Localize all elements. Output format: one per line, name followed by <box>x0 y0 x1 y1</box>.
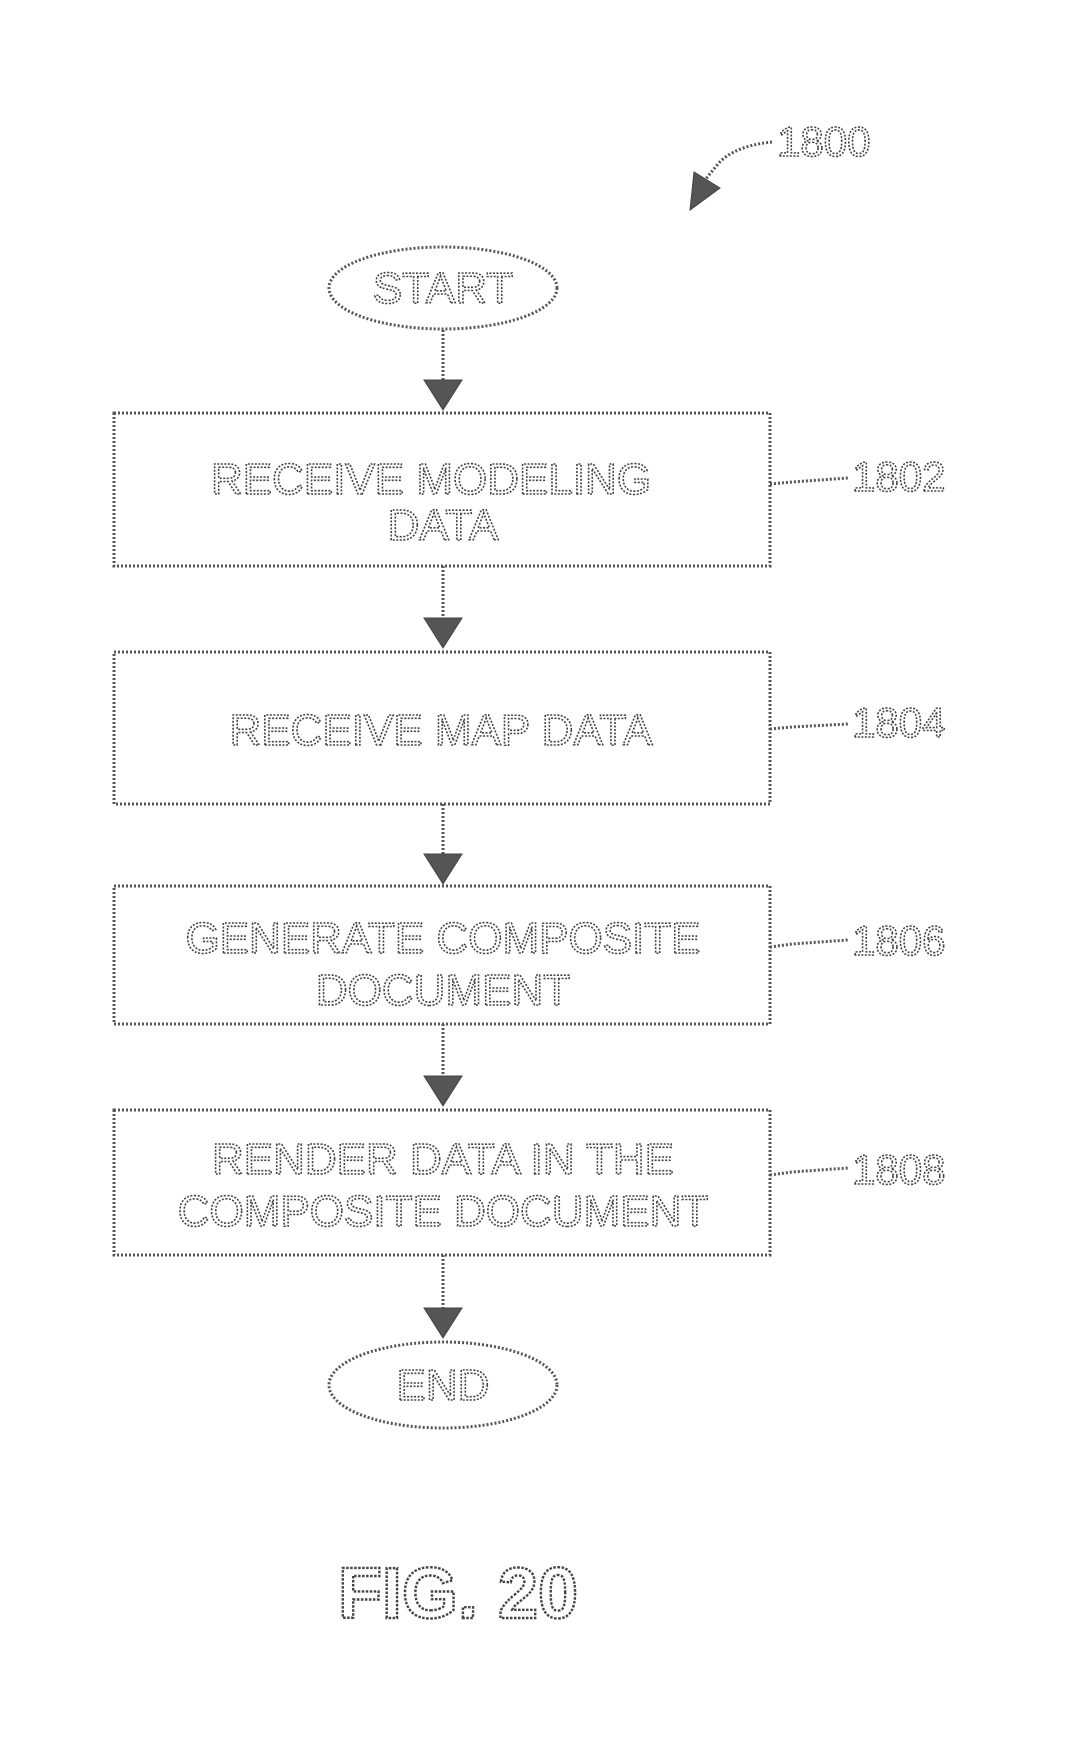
step-1806-label-line-1: GENERATE COMPOSITE <box>185 914 700 963</box>
diagram-reference-number: 1800 <box>777 118 870 165</box>
diagram-reference-arrowhead <box>689 171 721 212</box>
step-1808-label-line-1: RENDER DATA IN THE <box>212 1135 674 1184</box>
arrowhead-step-2-to-step-3 <box>423 853 463 885</box>
arrowhead-step-4-to-end <box>423 1307 463 1339</box>
arrowhead-step-1-to-step-2 <box>423 617 463 649</box>
arrowhead-start-to-step-1 <box>423 379 463 411</box>
step-1804-leader <box>769 722 849 731</box>
step-1802-label-line-2: DATA <box>388 501 499 550</box>
step-box-1808 <box>112 1108 772 1257</box>
step-1806-leader <box>769 938 849 949</box>
step-1806-ref: 1806 <box>852 917 945 964</box>
step-1808-ref: 1808 <box>852 1146 945 1193</box>
arrowhead-step-3-to-step-4 <box>423 1075 463 1107</box>
step-1806-label-line-2: DOCUMENT <box>316 966 570 1015</box>
end-terminator <box>327 1340 559 1430</box>
step-box-1802 <box>112 411 772 568</box>
step-1802-label-line-1: RECEIVE MODELING <box>211 455 651 504</box>
step-1808-leader <box>769 1166 849 1177</box>
step-1804-label-line-1: RECEIVE MAP DATA <box>230 706 654 755</box>
step-1802-ref: 1802 <box>852 453 945 500</box>
step-1802-leader <box>769 476 849 486</box>
step-1808-label-line-2: COMPOSITE DOCUMENT <box>178 1187 708 1236</box>
step-1804-ref: 1804 <box>852 699 945 746</box>
start-label: START <box>373 264 513 313</box>
start-terminator <box>327 245 559 331</box>
end-label: END <box>397 1361 490 1410</box>
step-box-1806 <box>112 884 772 1026</box>
figure-caption: FIG. 20 <box>338 1554 578 1634</box>
